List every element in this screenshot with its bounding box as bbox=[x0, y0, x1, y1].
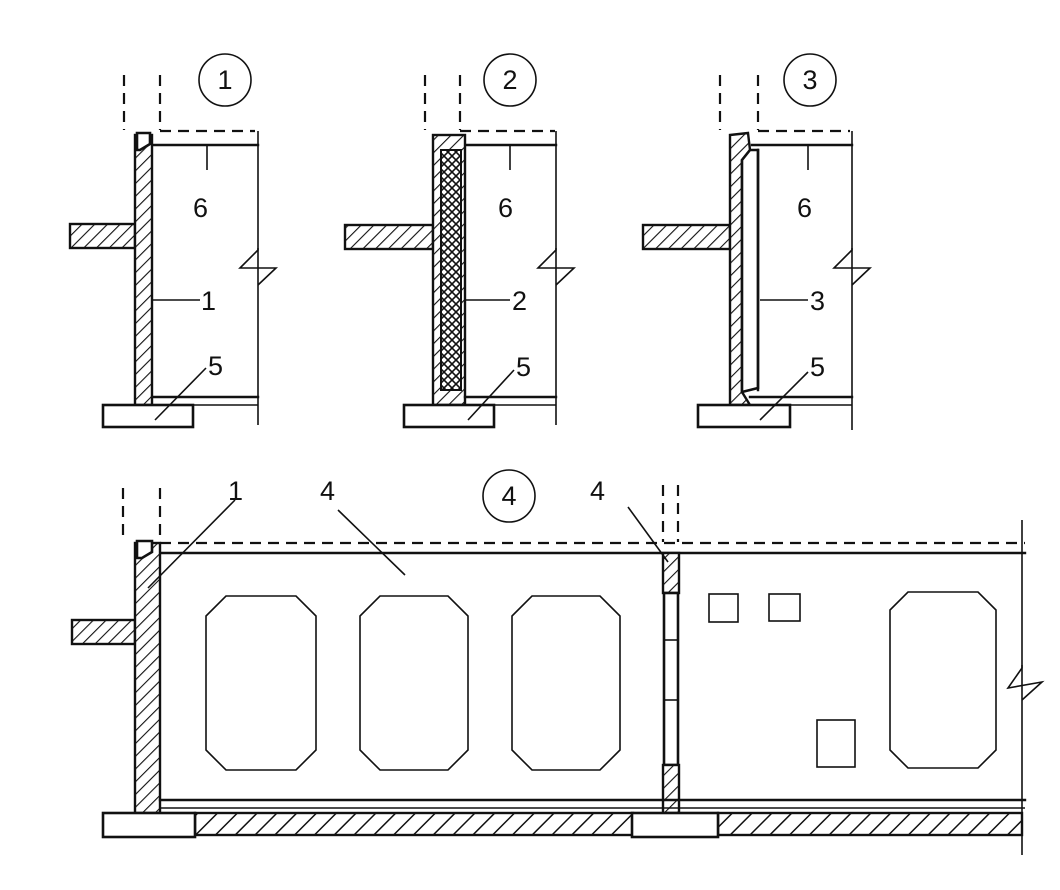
label-5: 5 bbox=[810, 352, 825, 382]
label-4: 4 bbox=[590, 476, 605, 506]
label-5: 5 bbox=[208, 351, 223, 381]
variant-1: 1 6 1 5 bbox=[68, 53, 279, 429]
window-opening bbox=[359, 595, 469, 771]
label-2: 2 bbox=[512, 286, 527, 316]
variant-2-number-circle bbox=[483, 53, 537, 107]
window-opening bbox=[205, 595, 317, 771]
variant-3: 3 6 3 5 bbox=[641, 53, 873, 430]
window-opening bbox=[889, 591, 997, 769]
variant-2: 2 6 2 5 bbox=[343, 53, 577, 429]
variant-1-number: 1 bbox=[217, 65, 232, 95]
window-opening bbox=[511, 595, 621, 771]
wall-1-view4 bbox=[133, 541, 162, 815]
variant-2-number: 2 bbox=[502, 65, 517, 95]
variant-1-number-circle bbox=[198, 53, 252, 107]
variant-3-number-circle bbox=[783, 53, 837, 107]
label-1: 1 bbox=[201, 286, 216, 316]
variant-3-number: 3 bbox=[802, 65, 817, 95]
label-1: 1 bbox=[228, 476, 243, 506]
label-6: 6 bbox=[498, 193, 513, 223]
label-3: 3 bbox=[810, 286, 825, 316]
small-opening bbox=[768, 593, 801, 622]
view-4-number: 4 bbox=[501, 481, 516, 511]
label-5: 5 bbox=[516, 352, 531, 382]
view-4: 4 1 4 4 bbox=[70, 469, 1045, 855]
label-6: 6 bbox=[797, 193, 812, 223]
small-opening bbox=[816, 719, 856, 768]
partition-bottom bbox=[661, 763, 681, 815]
wall-1 bbox=[133, 133, 154, 407]
small-opening bbox=[708, 593, 739, 623]
view-4-number-circle bbox=[482, 469, 536, 523]
label-4: 4 bbox=[320, 476, 335, 506]
label-6: 6 bbox=[193, 193, 208, 223]
